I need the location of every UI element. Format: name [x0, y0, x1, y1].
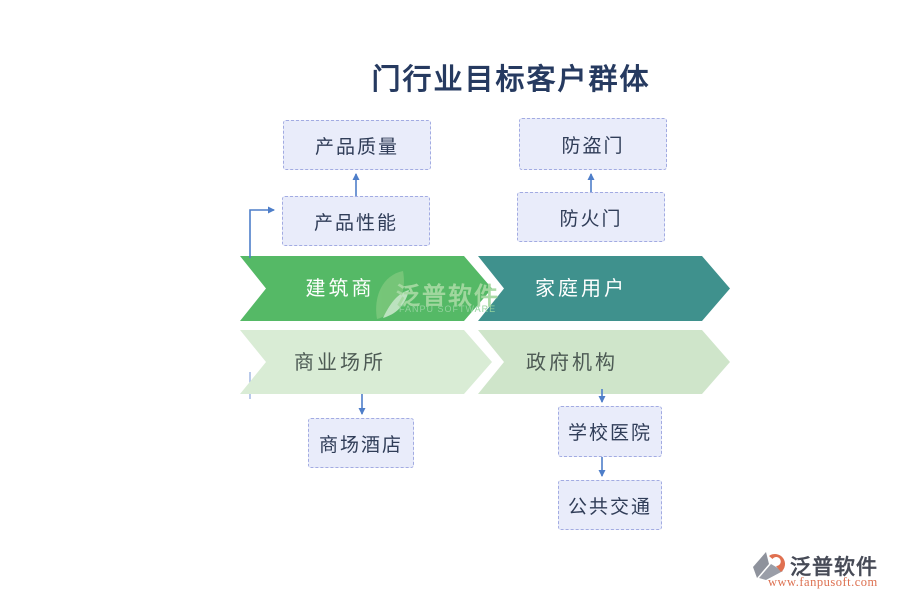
box-product-quality-label: 产品质量 [314, 136, 399, 158]
government-arrow-shape [478, 330, 730, 394]
watermark-subtitle: FANPU SOFTWARE [399, 304, 497, 314]
box-product-quality: 产品质量 [283, 120, 431, 170]
box-school-hospital: 学校医院 [558, 406, 662, 457]
box-product-performance-label: 产品性能 [313, 212, 398, 234]
commercial-arrow-shape [240, 330, 492, 394]
box-public-transport-label: 公共交通 [567, 496, 652, 518]
government-arrow-label: 政府机构 [526, 352, 618, 374]
box-anti-theft-door-label: 防盗门 [561, 135, 625, 157]
box-mall-hotel-label: 商场酒店 [318, 434, 403, 456]
box-anti-theft-door: 防盗门 [519, 118, 667, 170]
page-title: 门行业目标客户群体 [371, 64, 651, 96]
watermark-name: 泛普软件 [396, 284, 500, 310]
home-users-arrow-label: 家庭用户 [535, 278, 627, 300]
fanpu-logo-icon [753, 552, 786, 580]
builders-arrow-shape [240, 256, 492, 321]
connector-builders-to-performance [249, 206, 275, 258]
home-users-arrow-shape [478, 256, 730, 321]
watermark-leaf-icon [376, 271, 409, 319]
box-fire-door: 防火门 [517, 192, 665, 242]
commercial-arrow-label: 商业场所 [294, 352, 386, 374]
box-public-transport: 公共交通 [558, 480, 662, 530]
box-product-performance: 产品性能 [282, 196, 430, 246]
fanpu-logo-name: 泛普软件 [790, 555, 878, 579]
fanpu-logo-url: www.fanpusoft.com [768, 575, 878, 589]
box-fire-door-label: 防火门 [559, 208, 623, 230]
box-mall-hotel: 商场酒店 [308, 418, 414, 468]
box-school-hospital-label: 学校医院 [567, 423, 652, 444]
builders-arrow-label: 建筑商 [305, 278, 375, 300]
